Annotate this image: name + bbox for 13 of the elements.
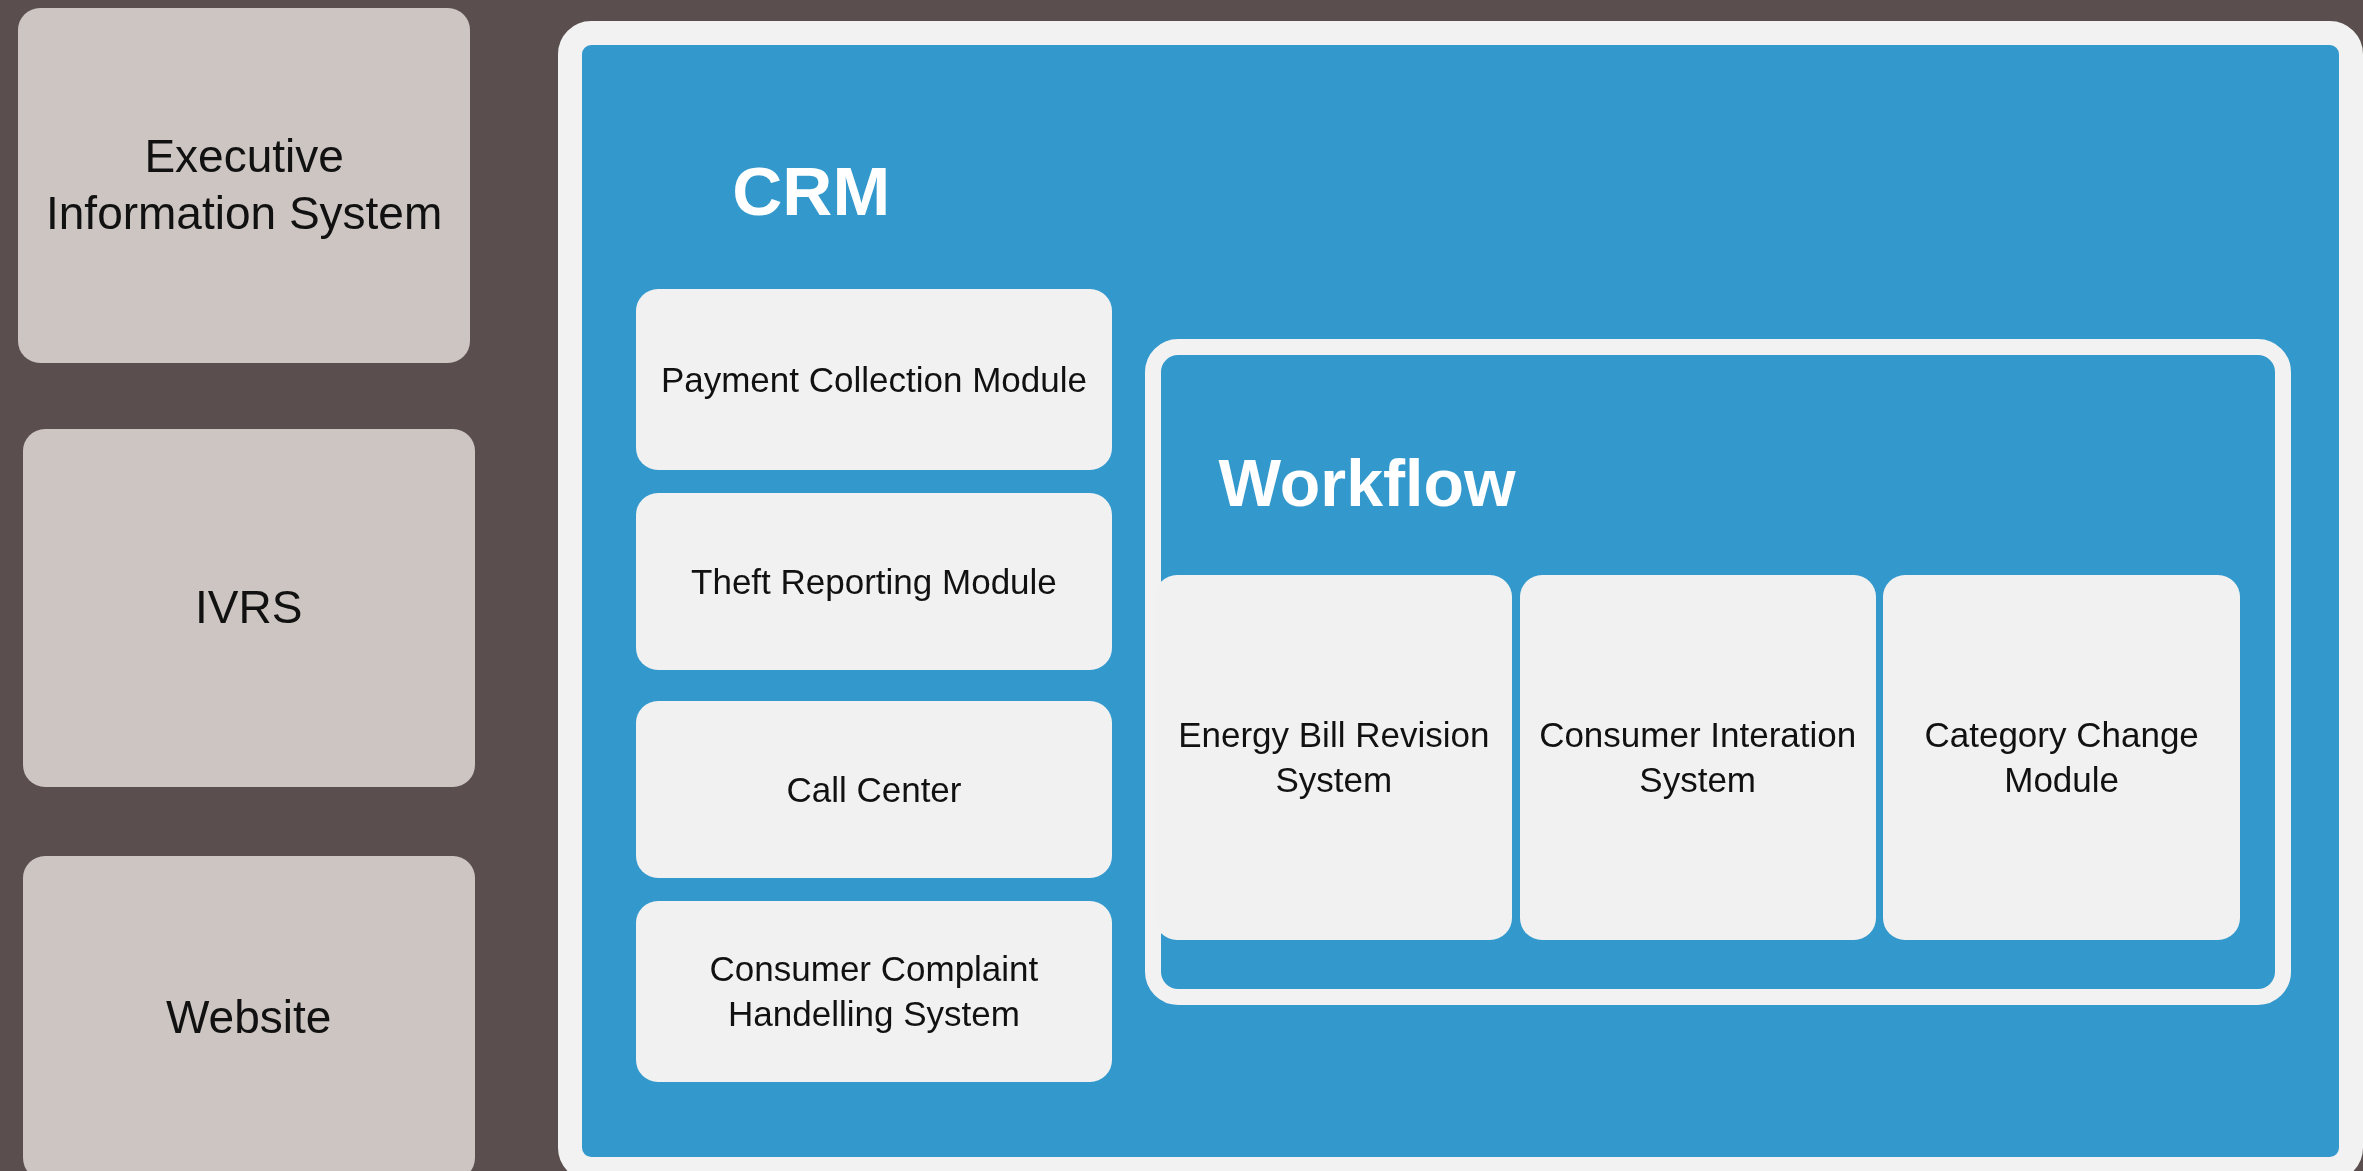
system-box: Consumer Interation System bbox=[1519, 574, 1876, 940]
module-box: Call Center bbox=[635, 700, 1113, 879]
module-box: Consumer Complaint Handelling System bbox=[635, 901, 1113, 1082]
system-box: Category Change Module bbox=[1883, 574, 2241, 940]
module-box: Payment Collection Module bbox=[635, 289, 1113, 471]
crm-panel bbox=[557, 21, 2363, 1171]
group-heading: CRM bbox=[732, 150, 891, 231]
module-box: Theft Reporting Module bbox=[635, 492, 1113, 671]
system-box: IVRS bbox=[22, 429, 475, 787]
group-heading: Workflow bbox=[1218, 445, 1516, 522]
system-box: Executive Information System bbox=[18, 7, 471, 364]
system-box: Website bbox=[22, 856, 475, 1171]
workflow-panel bbox=[1145, 338, 2291, 1006]
